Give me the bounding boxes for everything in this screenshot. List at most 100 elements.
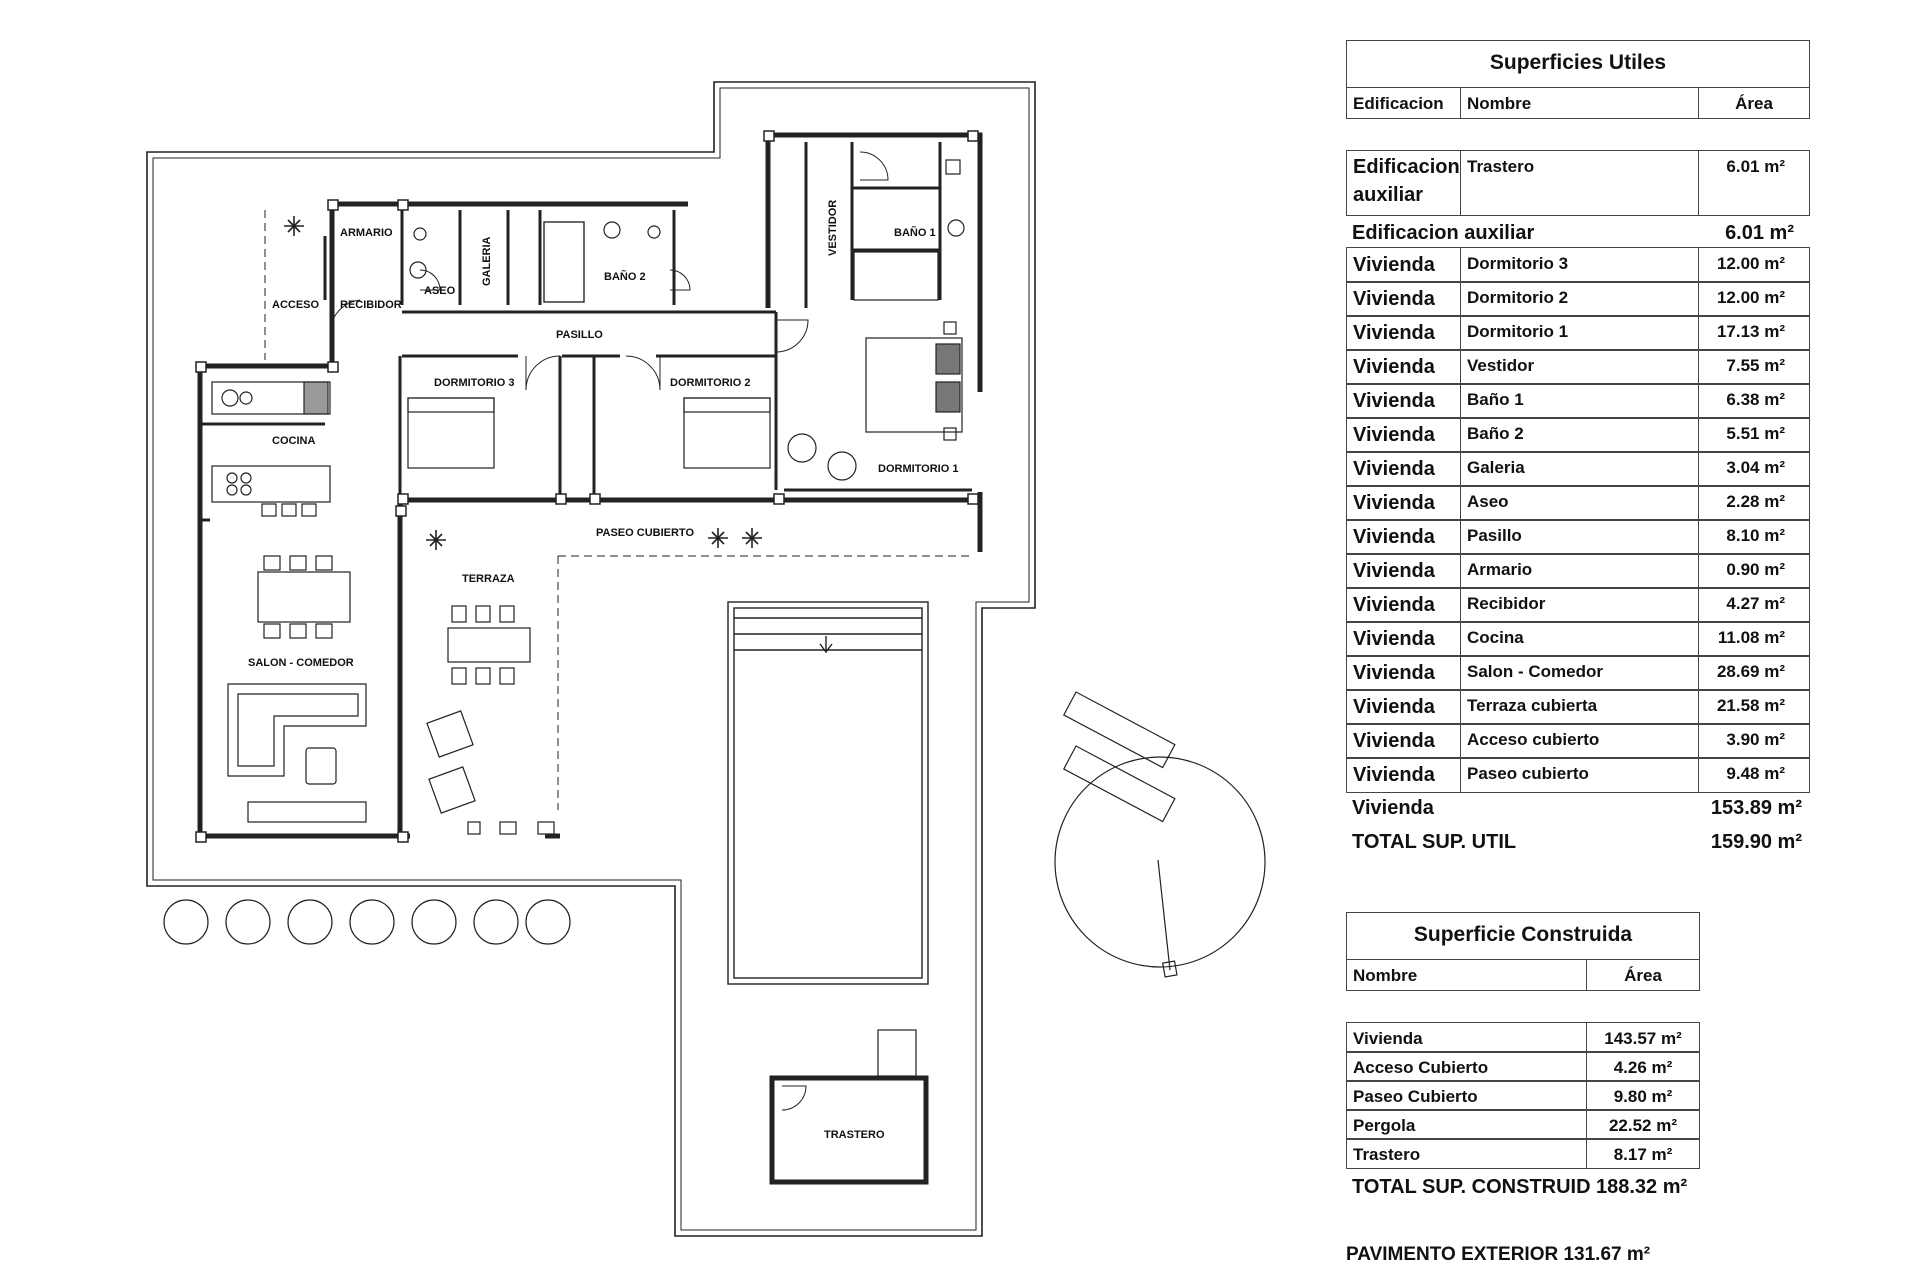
row-area: 8.10 m² — [1698, 520, 1810, 554]
row-edificacion: Vivienda — [1346, 384, 1460, 418]
utiles-aux-subtotal: Edificacion auxiliar 6.01 m² — [1346, 216, 1810, 246]
row-area: 21.58 m² — [1698, 690, 1810, 724]
room-label-paseo-cubierto: PASEO CUBIERTO — [596, 527, 694, 539]
row-nombre: Galeria — [1460, 452, 1698, 486]
row-area: 2.28 m² — [1698, 486, 1810, 520]
kitchen-counter — [211, 381, 331, 517]
row-nombre: Recibidor — [1460, 588, 1698, 622]
row-nombre: Paseo Cubierto — [1346, 1081, 1586, 1110]
row-nombre: Cocina — [1460, 622, 1698, 656]
room-label-dormitorio2: DORMITORIO 2 — [670, 377, 750, 389]
row-nombre: Armario — [1460, 554, 1698, 588]
row-area: 17.13 m² — [1698, 316, 1810, 350]
row-nombre: Trastero — [1346, 1139, 1586, 1168]
row-edificacion: Vivienda — [1346, 316, 1460, 350]
row-area: 4.27 m² — [1698, 588, 1810, 622]
utiles-header-row: Edificacion Nombre Área — [1346, 87, 1810, 119]
row-nombre: Terraza cubierta — [1460, 690, 1698, 724]
row-nombre: Dormitorio 3 — [1460, 248, 1698, 282]
utiles-total: TOTAL SUP. UTIL 159.90 m² — [1346, 825, 1810, 857]
row-edificacion: Vivienda — [1346, 690, 1460, 724]
row-nombre: Paseo cubierto — [1460, 758, 1698, 792]
construida-total: TOTAL SUP. CONSTRUIDA 188.32 m² — [1346, 1170, 1726, 1200]
row-area: 12.00 m² — [1698, 282, 1810, 316]
trees — [163, 899, 571, 945]
row-edificacion: Vivienda — [1346, 622, 1460, 656]
vivienda-subtotal-label: Vivienda — [1352, 797, 1434, 819]
exterior-walls — [197, 132, 983, 839]
superficie-construida-table: Superficie Construida Nombre Área Vivien… — [1346, 912, 1700, 1202]
room-label-dormitorio1: DORMITORIO 1 — [878, 463, 958, 475]
row-nombre: Baño 2 — [1460, 418, 1698, 452]
row-nombre: Pasillo — [1460, 520, 1698, 554]
header-edificacion: Edificacion — [1346, 88, 1460, 118]
superficies-utiles-table: Superficies Utiles Edificacion Nombre Ár… — [1346, 40, 1810, 860]
room-label-trastero: TRASTERO — [824, 1129, 885, 1141]
row-area: 3.04 m² — [1698, 452, 1810, 486]
room-label-acceso: ACCESO — [272, 299, 320, 311]
row-edificacion: Vivienda — [1346, 724, 1460, 758]
room-label-recibidor: RECIBIDOR — [340, 299, 402, 311]
row-edificacion: Vivienda — [1346, 350, 1460, 384]
row-area: 11.08 m² — [1698, 622, 1810, 656]
row-area: 143.57 m² — [1586, 1023, 1700, 1052]
plants — [284, 216, 762, 550]
row-area: 8.17 m² — [1586, 1139, 1700, 1168]
row-edificacion: Vivienda — [1346, 554, 1460, 588]
construida-header-area: Área — [1586, 960, 1700, 990]
row-edificacion: Vivienda — [1346, 520, 1460, 554]
row-area: 9.48 m² — [1698, 758, 1810, 792]
columns — [195, 130, 979, 843]
room-label-terraza: TERRAZA — [462, 573, 515, 585]
aux-edificacion: Edificacion auxiliar — [1346, 151, 1460, 215]
construida-total-label: TOTAL SUP. CONSTRUIDA — [1352, 1176, 1590, 1198]
row-edificacion: Vivienda — [1346, 588, 1460, 622]
sun-umbrella — [1054, 691, 1266, 978]
row-nombre: Salon - Comedor — [1460, 656, 1698, 690]
row-edificacion: Vivienda — [1346, 282, 1460, 316]
construida-header-nombre: Nombre — [1346, 960, 1586, 990]
header-area: Área — [1698, 88, 1810, 118]
row-area: 22.52 m² — [1586, 1110, 1700, 1139]
row-edificacion: Vivienda — [1346, 656, 1460, 690]
room-label-galeria: GALERIA — [481, 236, 493, 286]
interior-walls — [200, 142, 972, 522]
row-area: 0.90 m² — [1698, 554, 1810, 588]
row-edificacion: Vivienda — [1346, 758, 1460, 792]
row-area: 4.26 m² — [1586, 1052, 1700, 1081]
aux-nombre: Trastero — [1460, 151, 1698, 215]
row-area: 12.00 m² — [1698, 248, 1810, 282]
row-nombre: Acceso Cubierto — [1346, 1052, 1586, 1081]
aux-subtotal-area: 6.01 m² — [1725, 222, 1794, 244]
beds — [407, 321, 963, 481]
room-label-aseo: ASEO — [424, 285, 456, 297]
room-label-dormitorio3: DORMITORIO 3 — [434, 377, 514, 389]
row-area: 5.51 m² — [1698, 418, 1810, 452]
row-nombre: Vivienda — [1346, 1023, 1586, 1052]
construida-header-row: Nombre Área — [1346, 959, 1700, 991]
sofa — [227, 683, 367, 823]
construida-title: Superficie Construida — [1346, 912, 1700, 960]
utiles-total-label: TOTAL SUP. UTIL — [1352, 831, 1517, 853]
row-nombre: Dormitorio 2 — [1460, 282, 1698, 316]
row-edificacion: Vivienda — [1346, 486, 1460, 520]
row-edificacion: Vivienda — [1346, 452, 1460, 486]
terrace-table — [426, 605, 555, 835]
row-edificacion: Vivienda — [1346, 248, 1460, 282]
